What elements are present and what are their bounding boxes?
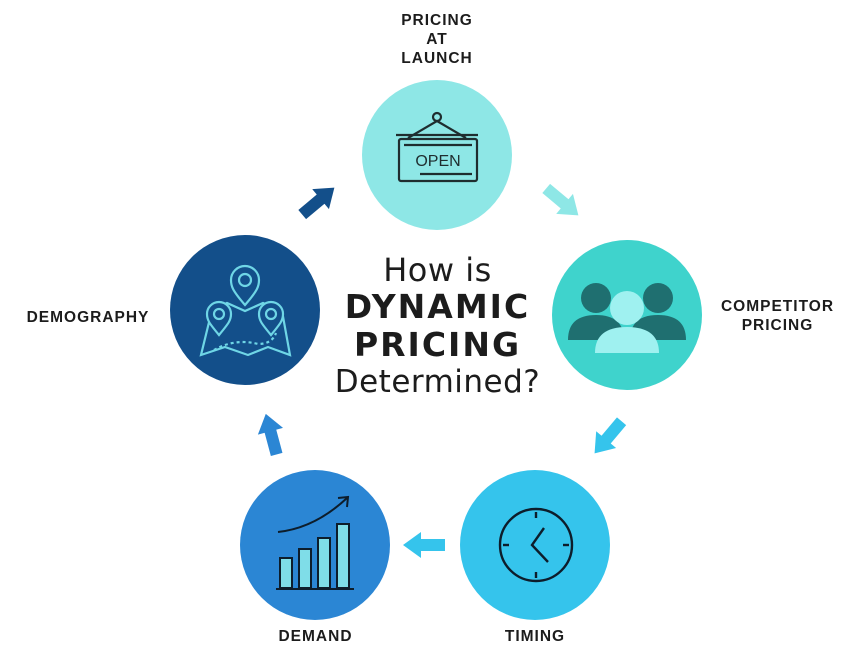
arrow-demand-to-demography: [257, 413, 284, 456]
demand-label: DEMAND: [278, 628, 353, 645]
demography-label: DEMOGRAPHY: [26, 309, 150, 326]
open-sign-text: OPEN: [415, 153, 460, 170]
open-sign-icon: [396, 111, 479, 183]
timing-circle: [460, 470, 610, 620]
competitor-pricing-label-line1: COMPETITOR: [720, 298, 835, 315]
competitor-pricing-label-line2: PRICING: [741, 317, 814, 334]
pricing-at-launch-circle: [362, 80, 512, 230]
arrow-competitor-to-timing: [594, 417, 627, 454]
map-pins-icon: [199, 264, 292, 357]
competitor-pricing-label: COMPETITOR PRICING: [710, 297, 845, 335]
center-title-line2: DYNAMIC: [344, 287, 531, 326]
center-title-line3: PRICING: [353, 325, 522, 364]
center-title: How is DYNAMIC PRICING Determined?: [300, 252, 575, 400]
clock-icon: [498, 507, 574, 583]
bar-chart-growth-icon: [276, 495, 354, 590]
center-title-line1: How is: [383, 251, 492, 289]
timing-label: TIMING: [504, 628, 566, 645]
pricing-at-launch-label: PRICING AT LAUNCH: [377, 11, 497, 68]
arrow-launch-to-competitor: [542, 183, 579, 216]
center-title-line4: Determined?: [334, 364, 541, 400]
demand-circle: [240, 470, 390, 620]
arrow-timing-to-demand: [403, 532, 445, 558]
arrow-demography-to-launch: [298, 187, 335, 220]
pricing-at-launch-label-line3: LAUNCH: [401, 50, 473, 67]
people-group-icon: [568, 283, 686, 353]
pricing-at-launch-label-line2: AT: [426, 31, 448, 48]
pricing-at-launch-label-line1: PRICING: [401, 12, 473, 29]
